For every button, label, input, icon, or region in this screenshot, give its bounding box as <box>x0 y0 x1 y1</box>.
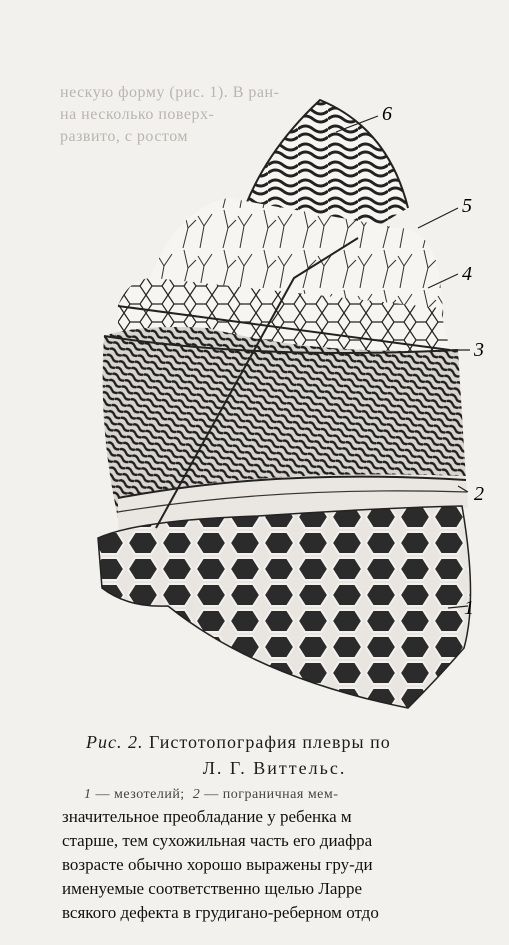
pleura-histotopography-figure: 6 5 4 3 2 1 <box>58 88 498 728</box>
legend-item-1: — мезотелий; <box>96 787 185 802</box>
body-line-4: именуемые соответственно щелью Ларре <box>62 877 509 901</box>
body-line-1: значительное преобладание у ребенка м <box>62 805 509 829</box>
layer-1 <box>88 498 488 718</box>
body-line-5: всякого дефекта в грудигано-реберном отд… <box>62 901 509 925</box>
body-line-3: возрасте обычно хорошо выражены гру-ди <box>62 853 509 877</box>
figure-legend: 1 — мезотелий; 2 — пограничная мем- <box>84 787 509 803</box>
figure-caption: Рис. 2. Гистотопография плевры по <box>86 732 509 753</box>
label-4: 4 <box>462 263 472 285</box>
figure-author: Л. Г. Виттельс. <box>0 758 509 779</box>
label-1: 1 <box>464 597 474 619</box>
label-6: 6 <box>382 103 392 125</box>
figure-title: Гистотопография плевры по <box>149 732 391 752</box>
legend-number-2: 2 <box>193 787 201 802</box>
label-2: 2 <box>474 483 484 505</box>
label-5: 5 <box>462 195 472 217</box>
label-3: 3 <box>473 339 484 361</box>
legend-item-2: — пограничная мем- <box>204 787 338 802</box>
body-text: значительное преобладание у ребенка м ст… <box>62 805 509 925</box>
figure-number: Рис. 2. <box>86 732 143 752</box>
body-line-2: старше, тем сухожильная часть его диафра <box>62 829 509 853</box>
legend-number-1: 1 <box>84 787 92 802</box>
